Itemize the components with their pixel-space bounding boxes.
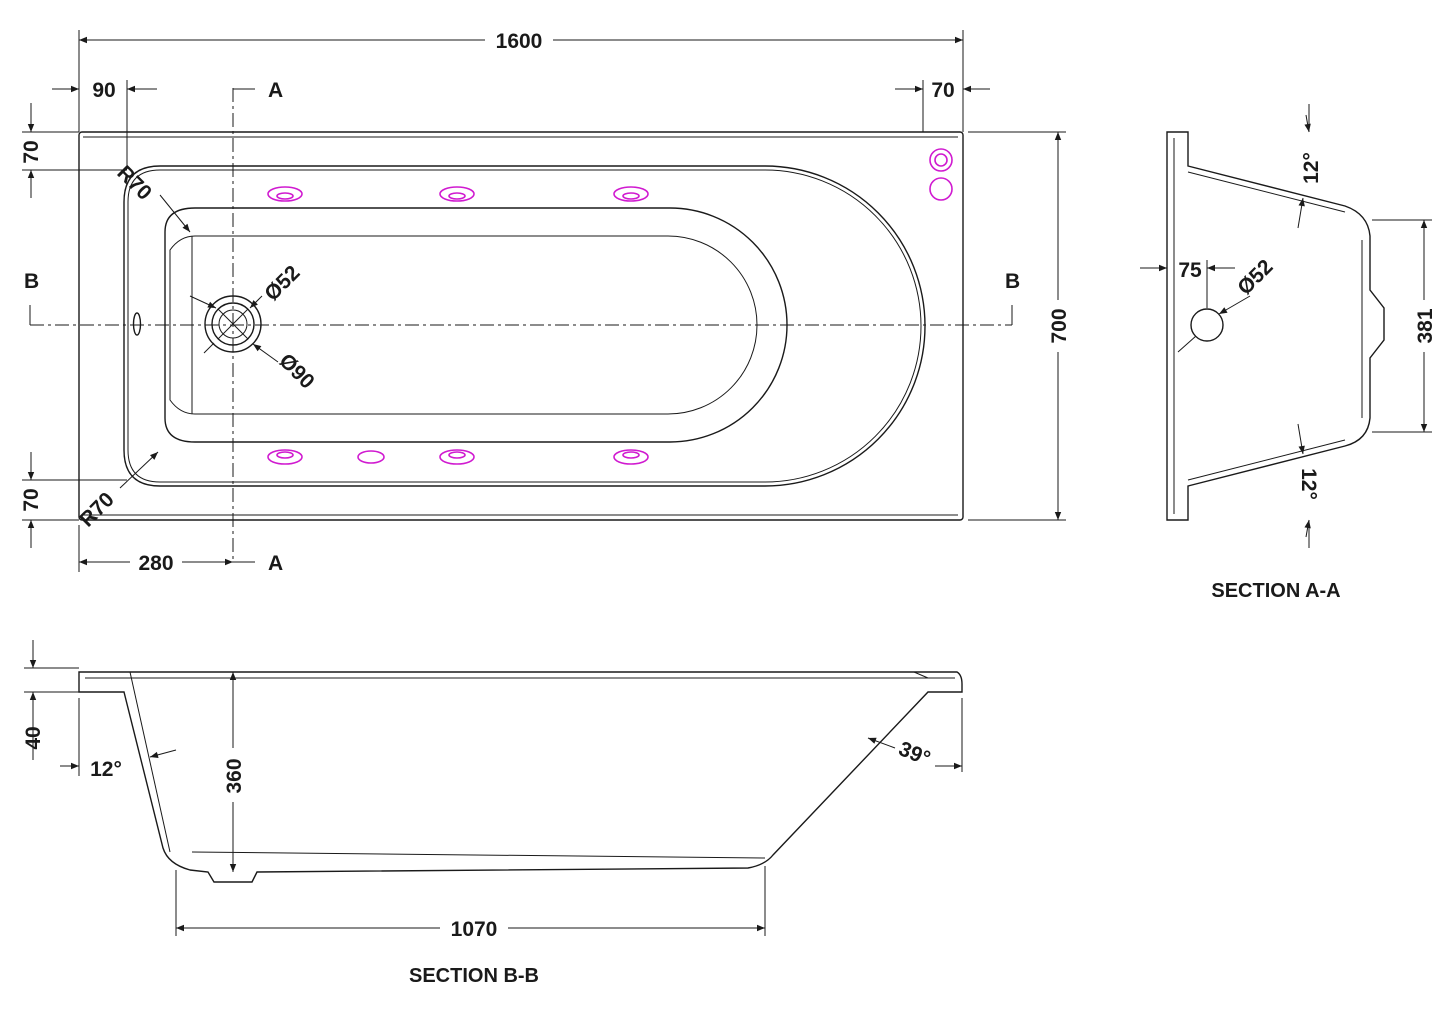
dim-depth-381: 381 bbox=[1414, 308, 1437, 343]
section-b-title: SECTION B-B bbox=[409, 965, 539, 987]
section-b-label-left: B bbox=[24, 270, 39, 293]
dim-length: 1600 bbox=[496, 30, 543, 53]
dim-section-offset: 280 bbox=[138, 552, 173, 575]
dim-top-rim: 70 bbox=[20, 140, 43, 163]
whirlpool-jets bbox=[267, 186, 649, 465]
dim-left-rim: 90 bbox=[92, 79, 115, 102]
dim-waste-small: Ø52 bbox=[260, 261, 304, 305]
dim-rim-height: 40 bbox=[22, 726, 45, 749]
control-buttons bbox=[929, 148, 953, 201]
dim-overflow-diameter: Ø52 bbox=[1233, 255, 1277, 299]
bath-inner-rim bbox=[123, 165, 926, 487]
section-a-overflow bbox=[1190, 308, 1224, 342]
section-a-view: 12° 12° 75 Ø52 381 SECTION A-A bbox=[1140, 104, 1437, 602]
section-a-label-bottom: A bbox=[268, 552, 283, 575]
dim-angle-top: 12° bbox=[1300, 152, 1323, 184]
dim-overflow-offset: 75 bbox=[1178, 259, 1202, 282]
bath-floor-outline bbox=[164, 207, 788, 443]
section-a-outline bbox=[1166, 131, 1385, 521]
overflow-outlet bbox=[132, 312, 142, 336]
section-a-label-top: A bbox=[268, 79, 283, 102]
dim-waste-large: Ø90 bbox=[274, 349, 318, 393]
dim-right-angle: 39° bbox=[895, 737, 933, 770]
dim-radius-bottom: R70 bbox=[75, 488, 119, 532]
dim-right-rim: 70 bbox=[931, 79, 954, 102]
section-b-view: 40 12° 39° 360 1070 SECTION B-B bbox=[22, 640, 963, 987]
dim-base-length: 1070 bbox=[451, 918, 498, 941]
section-b-label-right: B bbox=[1005, 270, 1020, 293]
plan-view: 1600 90 A A 70 70 70 B B bbox=[20, 30, 1071, 575]
dim-left-angle: 12° bbox=[90, 758, 122, 781]
section-b-outline bbox=[78, 671, 963, 883]
bath-outer-outline bbox=[78, 131, 964, 521]
dim-radius-top: R70 bbox=[112, 161, 156, 205]
dim-angle-bottom: 12° bbox=[1297, 468, 1320, 500]
dim-depth-360: 360 bbox=[223, 758, 246, 793]
dim-bottom-rim: 70 bbox=[20, 488, 43, 511]
dim-width: 700 bbox=[1048, 308, 1071, 343]
section-a-title: SECTION A-A bbox=[1211, 580, 1340, 602]
